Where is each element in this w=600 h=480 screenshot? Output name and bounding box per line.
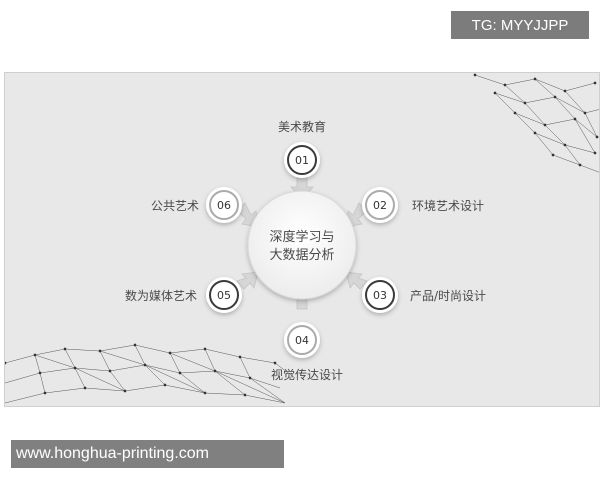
node-01: 01 美术教育: [278, 119, 326, 178]
node-06-label: 公共艺术: [151, 199, 199, 213]
watermark-top-badge: TG: MYYJJPP: [451, 11, 589, 39]
center-label-line1: 深度学习与: [269, 229, 334, 245]
node-04: 04 视觉传达设计: [271, 322, 343, 382]
node-02-number: 02: [373, 199, 387, 212]
node-05: 05 数为媒体艺术: [125, 277, 242, 313]
center-hub: 深度学习与 大数据分析: [247, 190, 357, 300]
node-03: 03 产品/时尚设计: [362, 277, 486, 313]
node-02: 02 环境艺术设计: [362, 187, 484, 223]
node-01-number: 01: [295, 154, 309, 167]
node-06: 06 公共艺术: [151, 187, 242, 223]
watermark-url-badge: www.honghua-printing.com: [11, 440, 284, 468]
node-05-number: 05: [217, 289, 231, 302]
node-01-label: 美术教育: [278, 119, 326, 134]
network-mesh-bottom-left: [5, 343, 296, 404]
arrow-03: [345, 271, 368, 290]
node-04-label: 视觉传达设计: [271, 367, 343, 382]
network-mesh-top-right: [473, 73, 599, 173]
node-02-label: 环境艺术设计: [412, 198, 484, 213]
node-03-number: 03: [373, 289, 387, 302]
center-label-line2: 大数据分析: [269, 248, 334, 263]
node-04-number: 04: [295, 334, 309, 347]
hub-diagram: 深度学习与 大数据分析 01 美术教育 02 环境艺术设计 03 产品/时尚设计: [5, 73, 599, 404]
diagram-slide: 深度学习与 大数据分析 01 美术教育 02 环境艺术设计 03 产品/时尚设计: [4, 72, 600, 407]
arrow-05: [236, 271, 259, 290]
node-03-label: 产品/时尚设计: [410, 289, 486, 303]
node-05-label: 数为媒体艺术: [125, 288, 197, 303]
node-06-number: 06: [217, 199, 231, 212]
